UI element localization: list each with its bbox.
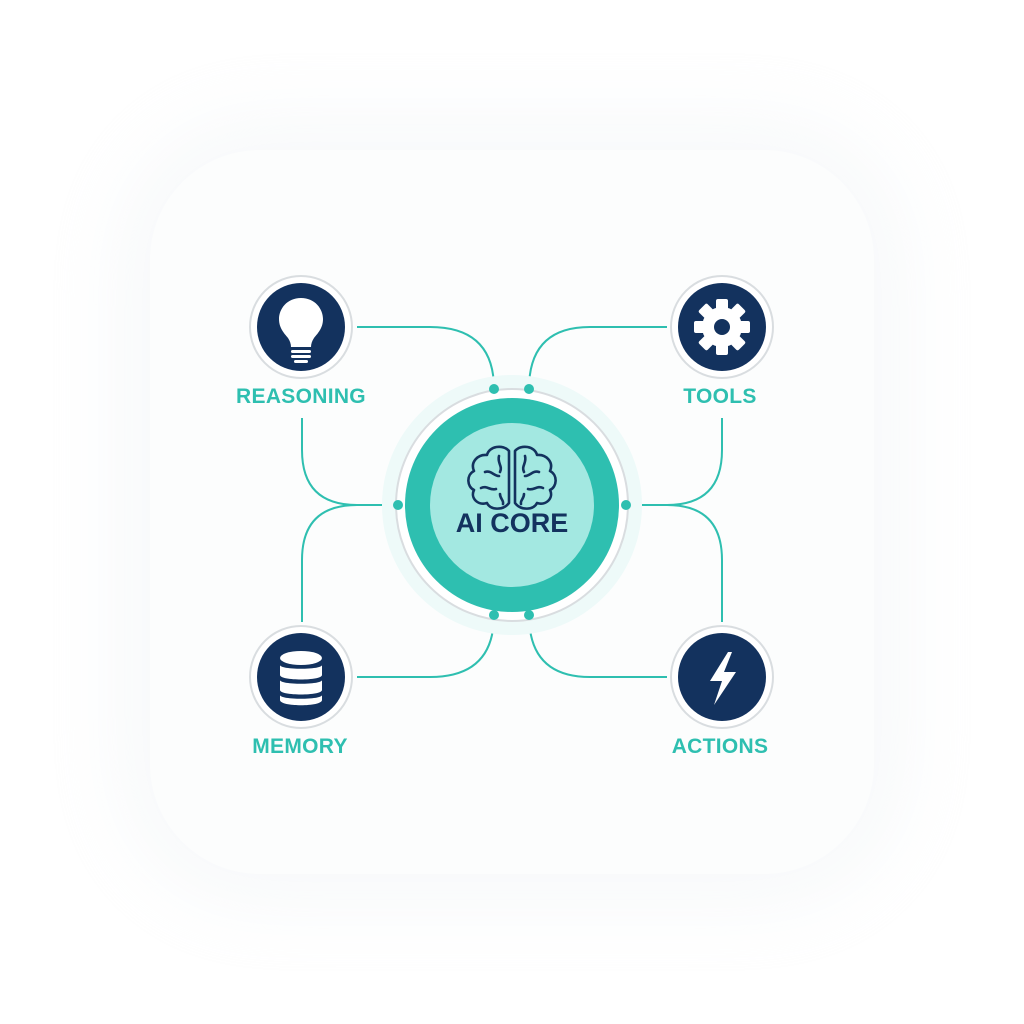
gear-icon: [694, 299, 750, 355]
ai-core: [382, 375, 642, 635]
lightbulb-icon: [279, 298, 323, 363]
connector-reasoning-core: [357, 326, 495, 390]
label-reasoning: REASONING: [236, 385, 366, 408]
node-actions: [670, 625, 774, 729]
label-actions: ACTIONS: [671, 735, 769, 758]
core-label: AI CORE: [455, 508, 569, 538]
node-memory: [249, 625, 353, 729]
node-reasoning: [249, 275, 353, 379]
node-tools: [670, 275, 774, 379]
connector-memory-side: [301, 504, 358, 622]
connector-tools-core: [528, 326, 667, 390]
core-inner: [430, 423, 594, 587]
brain-icon: [467, 445, 557, 510]
database-icon: [280, 651, 322, 706]
lightning-icon: [710, 652, 736, 705]
label-tools: TOOLS: [683, 385, 757, 408]
junction-dots: [393, 384, 631, 620]
connector-actions-side: [666, 504, 723, 622]
label-memory: MEMORY: [252, 735, 348, 758]
